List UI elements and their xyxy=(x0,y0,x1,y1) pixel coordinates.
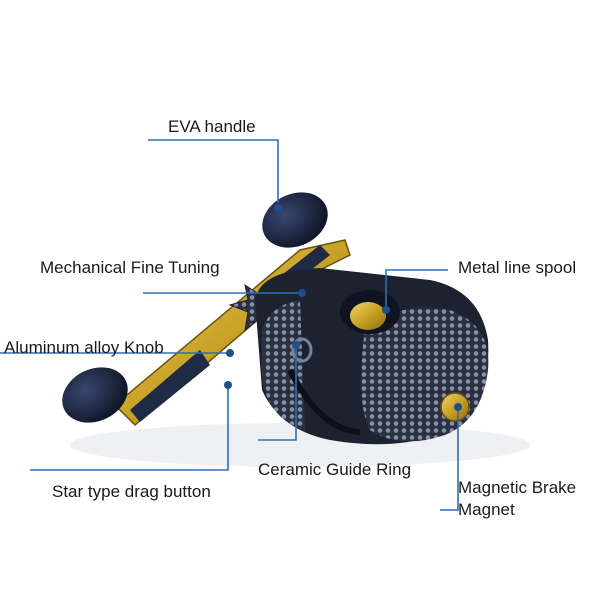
guide-ring xyxy=(291,337,313,363)
label-alloy-knob: Aluminum alloy Knob xyxy=(4,338,164,357)
label-eva-handle: EVA handle xyxy=(168,117,256,136)
leader-eva-handle xyxy=(148,139,279,203)
metal-spool xyxy=(350,302,386,330)
leader-brake xyxy=(440,410,459,511)
bottom-knob xyxy=(62,367,128,423)
leader-metal-spool xyxy=(385,269,448,307)
leader-drag-button xyxy=(30,385,229,471)
label-brake-line2: Magnet xyxy=(458,500,515,519)
handle-arm-inlay xyxy=(130,350,210,422)
label-metal-spool: Metal line spool xyxy=(458,258,577,277)
leader-guide-ring xyxy=(258,345,297,441)
label-fine-tuning: Mechanical Fine Tuning xyxy=(40,258,220,277)
label-drag-button: Star type drag button xyxy=(52,482,211,501)
leader-dots xyxy=(224,204,462,411)
frame-left xyxy=(262,300,305,430)
label-guide-ring: Ceramic Guide Ring xyxy=(258,460,412,479)
label-brake-line1: Magnetic Brake xyxy=(458,478,577,497)
leader-lines xyxy=(0,139,459,511)
